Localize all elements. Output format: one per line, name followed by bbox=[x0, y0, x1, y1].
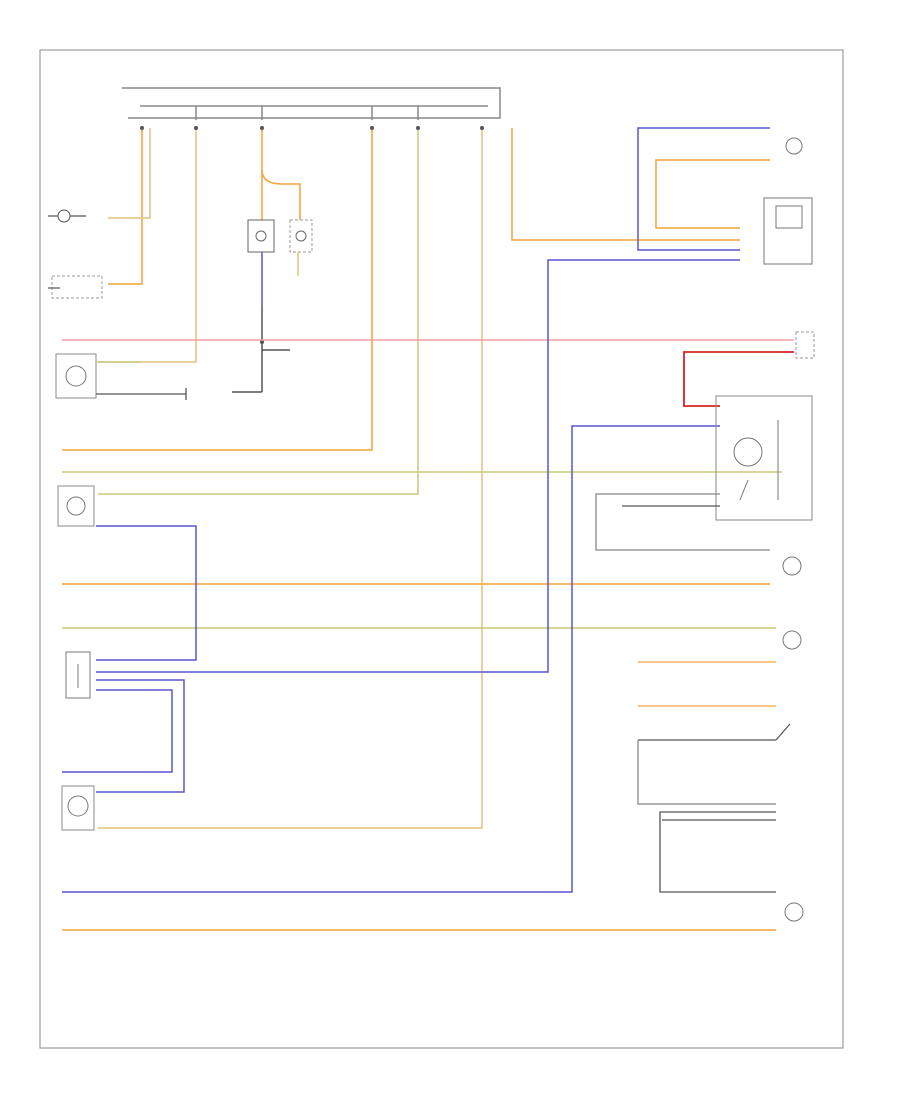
left-front-speaker-switch bbox=[48, 209, 86, 223]
bus-drops bbox=[62, 128, 740, 829]
seat-heater-left bbox=[57, 485, 95, 527]
ground-symbol-top bbox=[785, 137, 803, 155]
red-feed-line bbox=[683, 351, 794, 407]
lamp-right-2 bbox=[782, 630, 802, 650]
heater-control-unit bbox=[763, 197, 813, 265]
driver-seat-switch bbox=[55, 353, 187, 400]
lamp-right-3 bbox=[784, 902, 804, 922]
switch-right-lower bbox=[775, 723, 791, 741]
relay-right bbox=[289, 219, 313, 253]
seat-heater-module bbox=[65, 651, 91, 699]
seat-heater-module-right bbox=[715, 395, 813, 521]
right-lower-wiring bbox=[637, 661, 776, 893]
diagram-border bbox=[39, 49, 844, 1049]
splice-points bbox=[140, 126, 484, 130]
relay-left bbox=[247, 219, 275, 253]
top-bus bbox=[122, 87, 501, 120]
right-front-speaker-switch bbox=[48, 275, 103, 299]
small-relay-wires bbox=[595, 493, 770, 551]
long-wires bbox=[62, 259, 782, 931]
lamp-right-1 bbox=[782, 556, 802, 576]
passenger-seat-switch bbox=[61, 785, 95, 831]
connector-right-top bbox=[795, 331, 815, 359]
middle-ground-wiring bbox=[232, 252, 299, 393]
right-top-wiring bbox=[637, 127, 770, 251]
